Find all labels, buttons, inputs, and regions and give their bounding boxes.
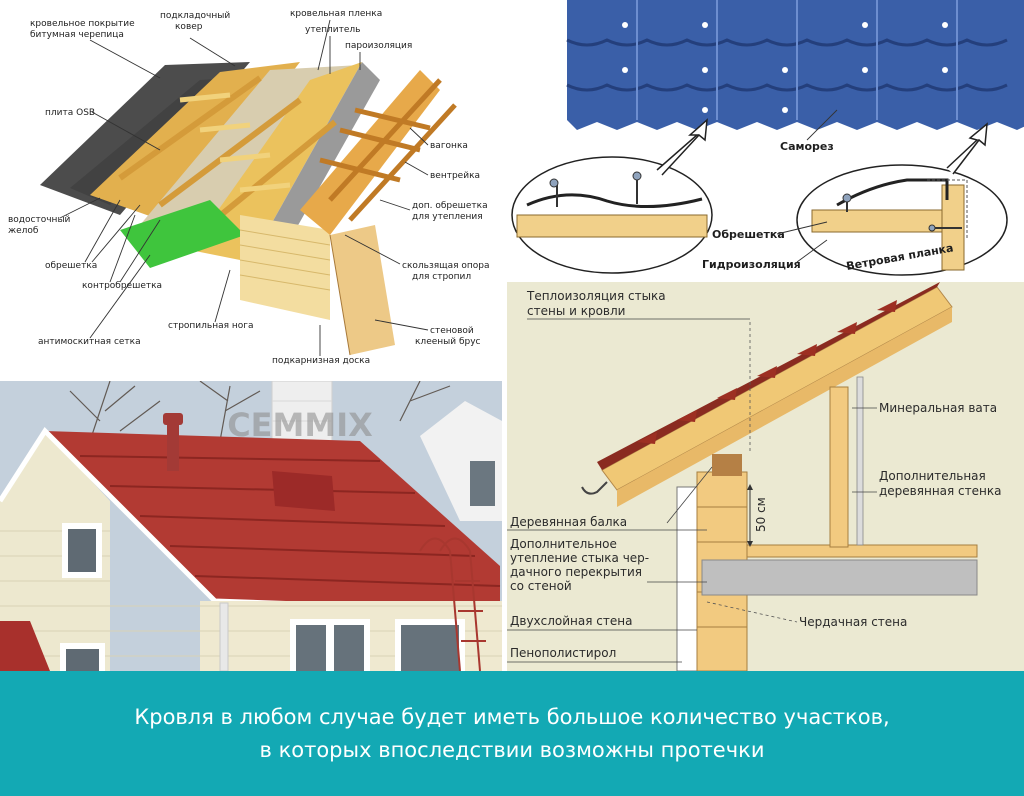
house-photo: CEMMIX (0, 381, 502, 671)
metal-tile-sheet (567, 0, 1024, 120)
label-double-wall: Двухслойная стена (510, 614, 632, 628)
label-roof-film: кровельная пленка (290, 9, 382, 19)
label-dimension: 50 см (754, 497, 768, 532)
label-vapor-barrier: пароизоляция (345, 41, 412, 51)
label-screw: Саморез (780, 140, 834, 153)
label-attic-wall: Чердачная стена (799, 615, 907, 629)
caption-bar: Кровля в любом случае будет иметь большо… (0, 671, 1024, 796)
label-rafter: стропильная нога (168, 321, 254, 331)
vapor-barrier-layer (250, 62, 380, 275)
label-counter-batten: контробрешетка (82, 281, 162, 291)
label-lining: вагонка (430, 141, 468, 151)
label-vent-batten: вентрейка (430, 171, 480, 181)
label-osb: плита OSB (45, 108, 95, 118)
insulation-layer (190, 62, 362, 262)
metal-tile-detail: Саморез Обрешетка Гидроизоляция Ветровая… (507, 0, 1024, 278)
label-batten-metal: Обрешетка (712, 228, 785, 241)
label-mineral-wool: Минеральная вата (879, 401, 997, 415)
label-insulation: утеплитель (305, 25, 360, 35)
label-polystyrene: Пенополистирол (510, 646, 616, 660)
label-waterproofing: Гидроизоляция (702, 258, 801, 271)
caption-text: Кровля в любом случае будет иметь большо… (134, 704, 890, 762)
label-wood-beam: Деревянная балка (510, 515, 627, 529)
label-batten: обрешетка (45, 261, 97, 271)
anti-mosquito-mesh (120, 200, 245, 268)
label-soffit: подкарнизная доска (272, 356, 370, 366)
label-anti-mosquito: антимоскитная сетка (38, 337, 141, 347)
wall-beam (330, 225, 395, 355)
